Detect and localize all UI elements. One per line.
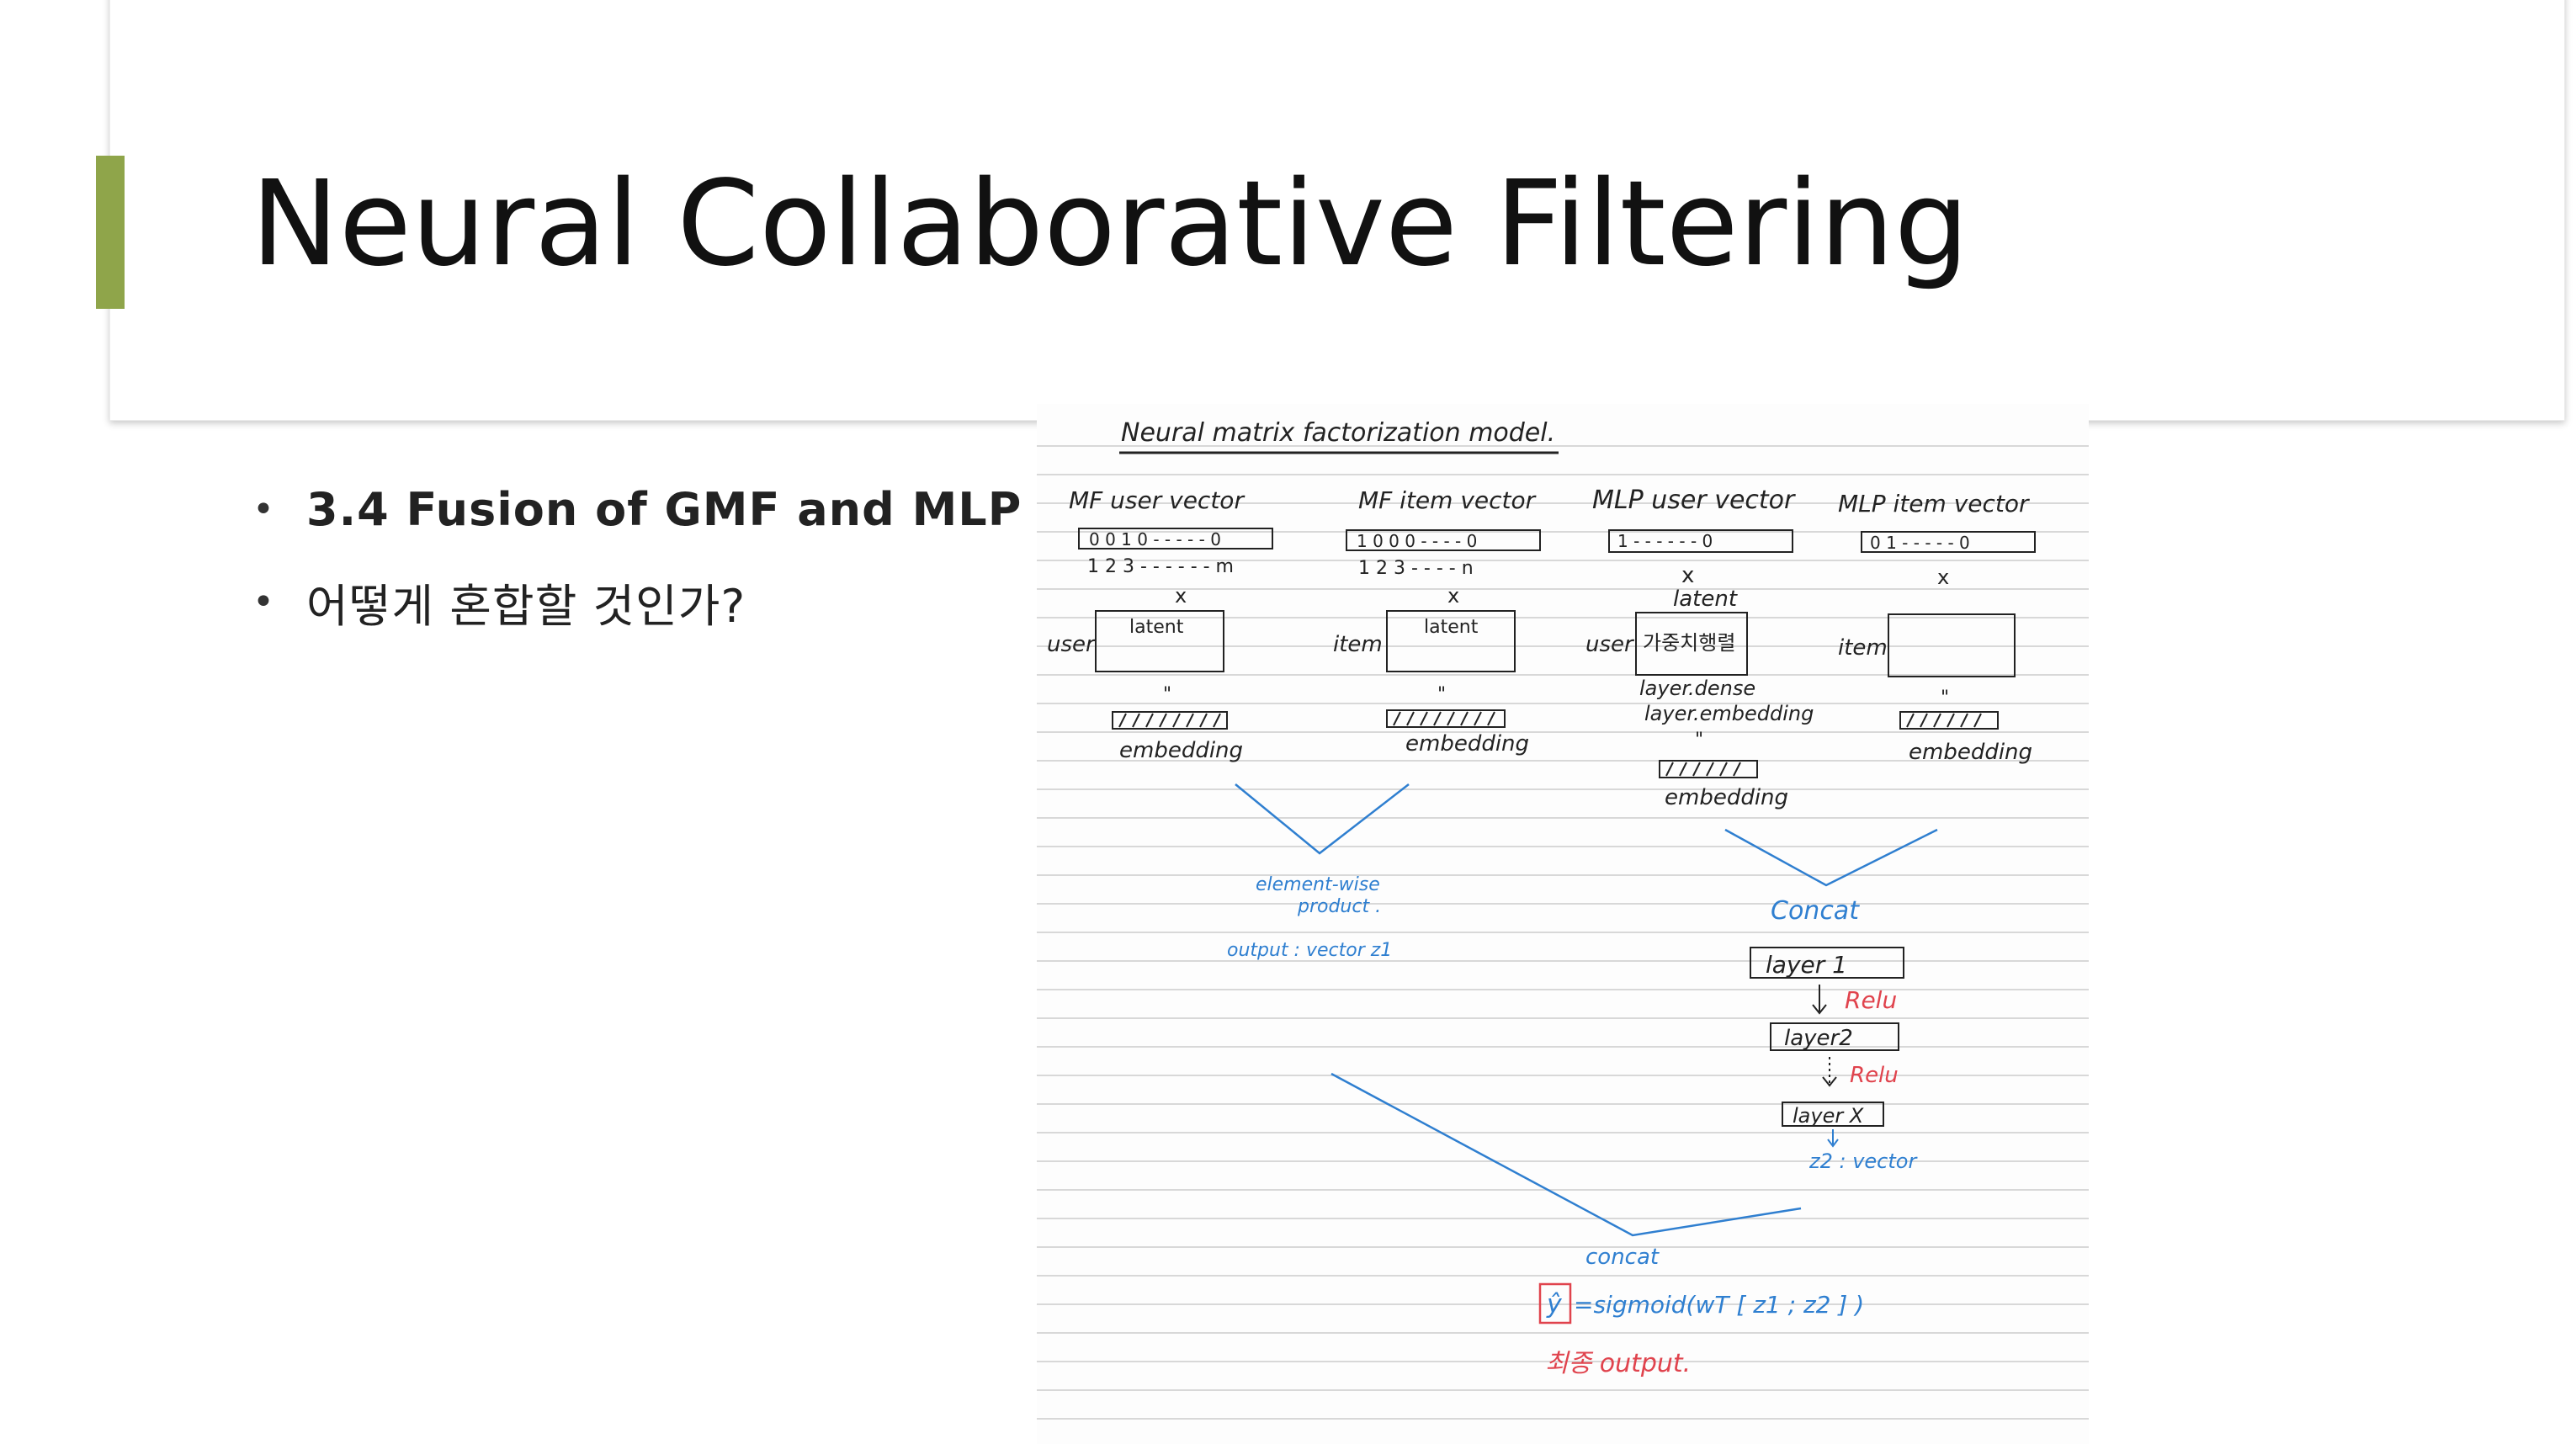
mf-item-vector: 1 0 0 0 - - - - 0 (1357, 531, 1477, 551)
mlp-item-embedding-label: embedding (1909, 740, 2032, 765)
mlp-user-latent-label: latent (1673, 587, 1738, 612)
mf-user-embedding-bar (1112, 711, 1228, 730)
mf-user-side-label: user (1047, 632, 1097, 657)
mf-item-embedding-bar (1386, 709, 1506, 728)
gmf-output: output : vector z1 (1227, 940, 1392, 961)
mf-user-indices: 1 2 3 - - - - - - m (1087, 556, 1234, 577)
mlp-user-eq: " (1695, 730, 1703, 751)
mf-user-eq: " (1163, 684, 1171, 705)
mlp-user-weight-label: 가중치행렬 (1643, 631, 1735, 655)
mf-item-vector-box (1346, 529, 1541, 551)
mlp-output-label: z2 : vector (1809, 1149, 1918, 1173)
final-formula: =sigmoid(wT [ z1 ; z2 ] ) (1574, 1291, 1864, 1319)
bullet-list: • 3.4 Fusion of GMF and MLP • 어떻게 혼합할 것인… (252, 463, 1022, 648)
mlp-layer2-label: layer2 (1784, 1026, 1853, 1051)
mlp-layer2-box (1770, 1022, 1899, 1051)
mf-item-title: MF item vector (1358, 486, 1537, 514)
bullet-text: 3.4 Fusion of GMF and MLP (306, 482, 1022, 536)
mlp-item-weight-box (1888, 613, 2016, 677)
relu-2-label: Relu (1850, 1063, 1899, 1088)
gmf-merge-lines (1235, 783, 1410, 855)
final-merge-lines (1330, 1072, 1802, 1237)
mf-user-vector: 0 0 1 0 - - - - - 0 (1089, 529, 1221, 549)
bullet-icon: • (252, 487, 274, 531)
mf-item-eq: " (1437, 684, 1446, 705)
mlp-layer1-label: layer 1 (1766, 951, 1847, 979)
bullet-item: • 어떻게 혼합할 것인가? (252, 555, 1022, 648)
mlp-user-vector: 1 - - - - - - 0 (1617, 531, 1713, 551)
mlp-merge-lines (1724, 828, 1938, 887)
mf-item-op: x (1447, 584, 1459, 608)
handwritten-diagram: Neural matrix factorization model. MF us… (1037, 404, 2089, 1444)
mf-user-hatch (1118, 713, 1221, 728)
mlp-user-dense-label: layer.dense (1639, 677, 1755, 700)
mf-item-side-label: item (1333, 632, 1383, 657)
mf-user-latent-label: latent (1129, 617, 1184, 638)
mlp-user-embedding-bar (1659, 760, 1758, 778)
mlp-layerx-box (1782, 1102, 1884, 1127)
mf-user-op: x (1175, 584, 1187, 608)
mlp-item-eq: " (1941, 687, 1949, 709)
mlp-user-embedding-layer-label: layer.embedding (1644, 702, 1814, 725)
mlp-user-hatch (1665, 762, 1741, 777)
notebook-lines (1037, 445, 2089, 1420)
mf-item-latent-box (1386, 610, 1516, 672)
mf-item-indices: 1 2 3 - - - - n (1358, 558, 1474, 579)
title-panel (109, 0, 2565, 421)
title-accent-bar (96, 156, 125, 309)
mlp-item-hatch (1906, 713, 1982, 728)
diagram-canvas: Neural matrix factorization model. MF us… (1037, 418, 2089, 1420)
gmf-text-1: element-wise (1256, 874, 1380, 895)
mlp-item-vector: 0 1 - - - - - 0 (1870, 533, 1970, 553)
mf-user-embedding-label: embedding (1119, 738, 1243, 763)
mlp-item-vector-box (1861, 531, 2036, 553)
prediction-highlight (1538, 1282, 1572, 1325)
bullet-icon: • (252, 580, 274, 624)
mf-user-latent-box (1095, 610, 1224, 672)
slide-title: Neural Collaborative Filtering (251, 156, 1969, 293)
mf-user-vector-box (1078, 528, 1273, 549)
final-output-caption: 최종 output. (1545, 1349, 1691, 1378)
prediction-symbol: ŷ (1546, 1290, 1563, 1319)
mlp-user-side-label: user (1585, 632, 1635, 657)
mf-item-embedding-label: embedding (1405, 731, 1529, 757)
mlp-concat-label: Concat (1771, 896, 1860, 926)
bullet-item: • 3.4 Fusion of GMF and MLP (252, 463, 1022, 555)
bullet-text: 어떻게 혼합할 것인가? (306, 579, 746, 633)
mlp-item-op: x (1937, 565, 1949, 589)
relu-1-label: Relu (1845, 986, 1897, 1014)
final-concat-label: concat (1585, 1245, 1660, 1270)
mlp-item-title: MLP item vector (1838, 490, 2030, 518)
arrow-head-icon (1812, 1004, 1827, 1015)
mlp-item-side-label: item (1838, 635, 1888, 661)
gmf-text-2: product . (1297, 896, 1381, 917)
mlp-layerx-label: layer X (1793, 1104, 1864, 1128)
mlp-user-title: MLP user vector (1592, 486, 1796, 515)
mf-item-hatch (1393, 711, 1495, 726)
mf-user-title: MF user vector (1069, 486, 1245, 514)
mlp-item-embedding-bar (1899, 711, 1999, 730)
diagram-heading: Neural matrix factorization model. (1121, 418, 1555, 448)
mlp-user-vector-box (1608, 529, 1793, 553)
mlp-user-embedding-label: embedding (1665, 785, 1788, 810)
mlp-user-weight-box (1635, 612, 1748, 676)
mf-item-latent-label: latent (1424, 617, 1479, 638)
arrow-head-icon (1827, 1139, 1839, 1148)
mlp-user-op: x (1681, 563, 1694, 588)
mlp-layer1-box (1750, 947, 1904, 979)
arrow-head-icon (1822, 1076, 1837, 1087)
